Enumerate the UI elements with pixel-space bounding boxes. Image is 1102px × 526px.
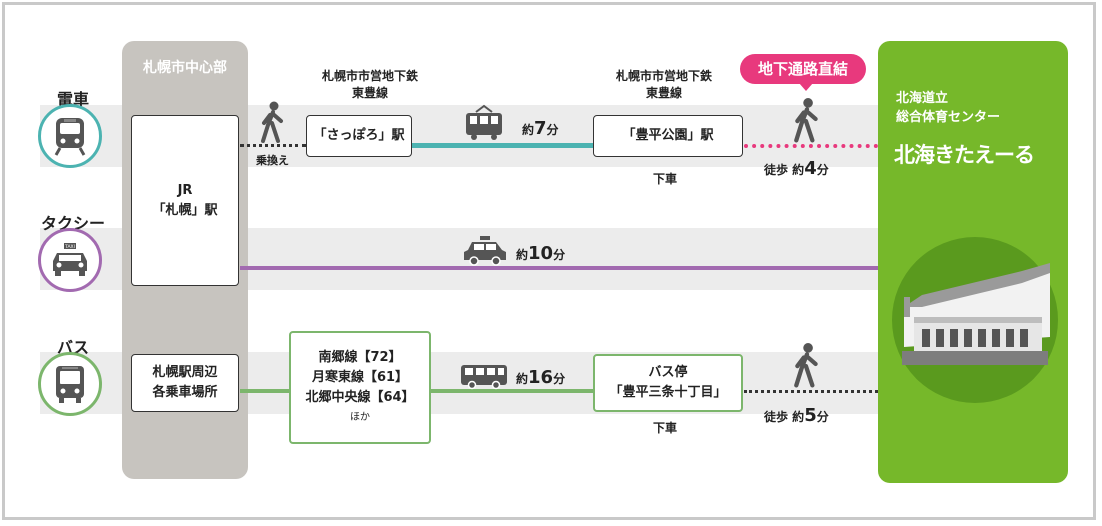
bus-icon bbox=[56, 366, 84, 403]
subway-duration: 約7分 bbox=[522, 118, 559, 139]
subway-duration-unit: 分 bbox=[546, 123, 559, 137]
bus-origin-line2: 各乗車場所 bbox=[152, 385, 218, 400]
jr-line2: 「札幌」駅 bbox=[152, 202, 218, 218]
bus-lines-others: ほか bbox=[350, 411, 370, 423]
transfer-label: 乗換え bbox=[256, 154, 289, 167]
bus-duration: 約16分 bbox=[516, 367, 565, 388]
bus-origin-line1: 札幌駅周辺 bbox=[152, 365, 218, 380]
diagram-frame bbox=[2, 2, 1096, 520]
taxi-duration-unit: 分 bbox=[553, 248, 566, 262]
station-sapporo-label: 「さっぽろ」駅 bbox=[313, 128, 405, 143]
station-toyohira-koen-box: 「豊平公園」駅 bbox=[593, 115, 743, 157]
subway-line-label-2a: 札幌市市営地下鉄 bbox=[615, 69, 712, 83]
bus-duration-prefix: 約 bbox=[516, 372, 529, 386]
train-alight-label: 下車 bbox=[653, 172, 678, 186]
bus-walk-dots bbox=[744, 390, 878, 393]
train-icon bbox=[54, 118, 86, 156]
arena-icon bbox=[892, 237, 1058, 403]
destination-sub-line2: 総合体育センター bbox=[896, 110, 1001, 125]
taxi-duration-prefix: 約 bbox=[516, 248, 529, 262]
destination-subtitle: 北海道立 総合体育センター bbox=[896, 89, 1000, 127]
subway-line-label-1a: 札幌市市営地下鉄 bbox=[321, 69, 418, 83]
walking-person-icon bbox=[794, 343, 818, 388]
mode-label-taxi: タクシー bbox=[40, 214, 105, 233]
destination-column: 北海道立 総合体育センター 北海きたえーる bbox=[878, 41, 1068, 483]
tram-icon bbox=[466, 104, 502, 140]
subway-line-label-1b: 東豊線 bbox=[351, 86, 388, 100]
origin-title: 札幌市中心部 bbox=[143, 60, 227, 76]
bus-line-61: 月寒東線【61】 bbox=[311, 369, 409, 385]
walking-person-icon bbox=[794, 98, 818, 143]
destination-name: 北海きたえーる bbox=[894, 143, 1035, 167]
subway-line-label-1: 札幌市市営地下鉄 東豊線 bbox=[290, 68, 450, 102]
train-walk-unit: 分 bbox=[816, 163, 829, 177]
walking-person-icon bbox=[261, 101, 283, 143]
bus-walk-unit: 分 bbox=[816, 410, 829, 424]
taxi-sign-text: TAXI bbox=[64, 244, 75, 250]
subway-line bbox=[412, 143, 594, 148]
bus-stop-line2: 「豊平三条十丁目」 bbox=[609, 385, 727, 400]
station-toyohira-koen-label: 「豊平公園」駅 bbox=[622, 128, 714, 143]
bus-walk-prefix: 徒歩 約 bbox=[764, 410, 805, 424]
taxi-duration-num: 10 bbox=[528, 243, 554, 264]
station-sapporo-box: 「さっぽろ」駅 bbox=[306, 115, 412, 157]
bus-stop-line1: バス停 bbox=[648, 365, 688, 380]
bus-vehicle-icon bbox=[461, 365, 507, 390]
subway-line-label-2b: 東豊線 bbox=[645, 86, 682, 100]
underground-passage-badge: 地下通路直結 bbox=[740, 54, 866, 84]
train-walk-num: 4 bbox=[804, 158, 817, 179]
taxi-mode-circle: TAXI bbox=[38, 228, 102, 292]
train-walk-duration: 徒歩 約4分 bbox=[764, 158, 829, 179]
bus-stop-box: バス停 「豊平三条十丁目」 bbox=[593, 354, 743, 412]
taxi-icon: TAXI bbox=[53, 243, 87, 276]
bus-walk-num: 5 bbox=[804, 405, 817, 426]
destination-sub-line1: 北海道立 bbox=[896, 91, 949, 106]
badge-tail bbox=[799, 83, 813, 91]
bus-mode-circle bbox=[38, 352, 102, 416]
bus-lines-box: 南郷線【72】 月寒東線【61】 北郷中央線【64】 ほか bbox=[289, 331, 431, 444]
bus-line-72: 南郷線【72】 bbox=[318, 349, 402, 365]
taxi-line bbox=[240, 266, 878, 270]
bus-line-left bbox=[240, 389, 290, 393]
bus-duration-num: 16 bbox=[528, 367, 554, 388]
bus-duration-unit: 分 bbox=[553, 372, 566, 386]
bus-line-64: 北郷中央線【64】 bbox=[305, 389, 415, 405]
bus-line-right bbox=[431, 389, 593, 393]
subway-duration-num: 7 bbox=[534, 118, 547, 139]
transfer-walk-dots bbox=[240, 144, 306, 147]
bus-walk-duration: 徒歩 約5分 bbox=[764, 405, 829, 426]
bus-alight-label: 下車 bbox=[653, 421, 678, 435]
subway-line-label-2: 札幌市市営地下鉄 東豊線 bbox=[584, 68, 744, 102]
subway-duration-prefix: 約 bbox=[522, 123, 535, 137]
bus-origin-box: 札幌駅周辺 各乗車場所 bbox=[131, 354, 239, 412]
jr-sapporo-station-box: JR 「札幌」駅 bbox=[131, 115, 239, 286]
train-mode-circle bbox=[38, 104, 102, 168]
train-walk-dots bbox=[744, 144, 878, 148]
train-walk-prefix: 徒歩 約 bbox=[764, 163, 805, 177]
jr-line1: JR bbox=[177, 182, 193, 198]
taxi-duration: 約10分 bbox=[516, 243, 565, 264]
taxi-car-icon bbox=[464, 236, 506, 266]
